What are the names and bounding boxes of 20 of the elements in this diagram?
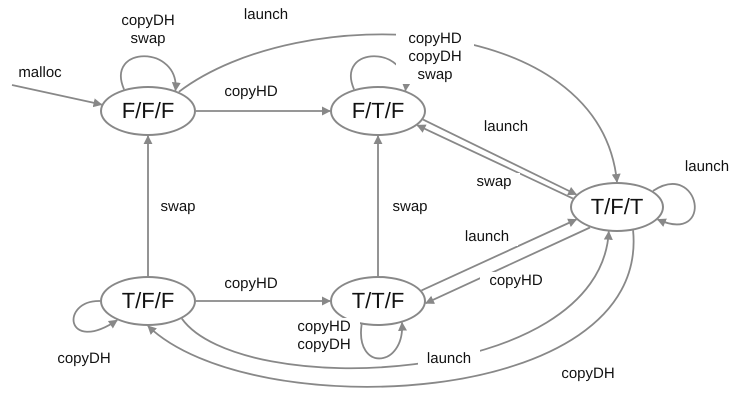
arrow	[196, 296, 331, 306]
state-ellipse: T/F/T	[570, 182, 664, 232]
arrow	[147, 230, 634, 388]
state-ellipse: T/F/F	[100, 276, 196, 326]
arrow	[416, 124, 574, 200]
state-ellipse: F/F/F	[100, 86, 196, 136]
arrow	[374, 135, 382, 276]
arrow	[424, 226, 590, 304]
arrow	[12, 84, 102, 108]
arrow	[144, 135, 152, 276]
arrow	[421, 218, 578, 292]
arrow	[196, 106, 331, 116]
loop-arrow	[120, 55, 180, 92]
edge-label: launch	[418, 350, 480, 368]
loop-arrow	[652, 183, 696, 226]
edge-label: copyHD copyDH swap	[396, 30, 474, 84]
arrow	[422, 118, 578, 196]
state-ellipse: F/T/F	[330, 86, 426, 136]
loop-arrow	[360, 322, 406, 360]
loop-arrow	[72, 300, 118, 333]
